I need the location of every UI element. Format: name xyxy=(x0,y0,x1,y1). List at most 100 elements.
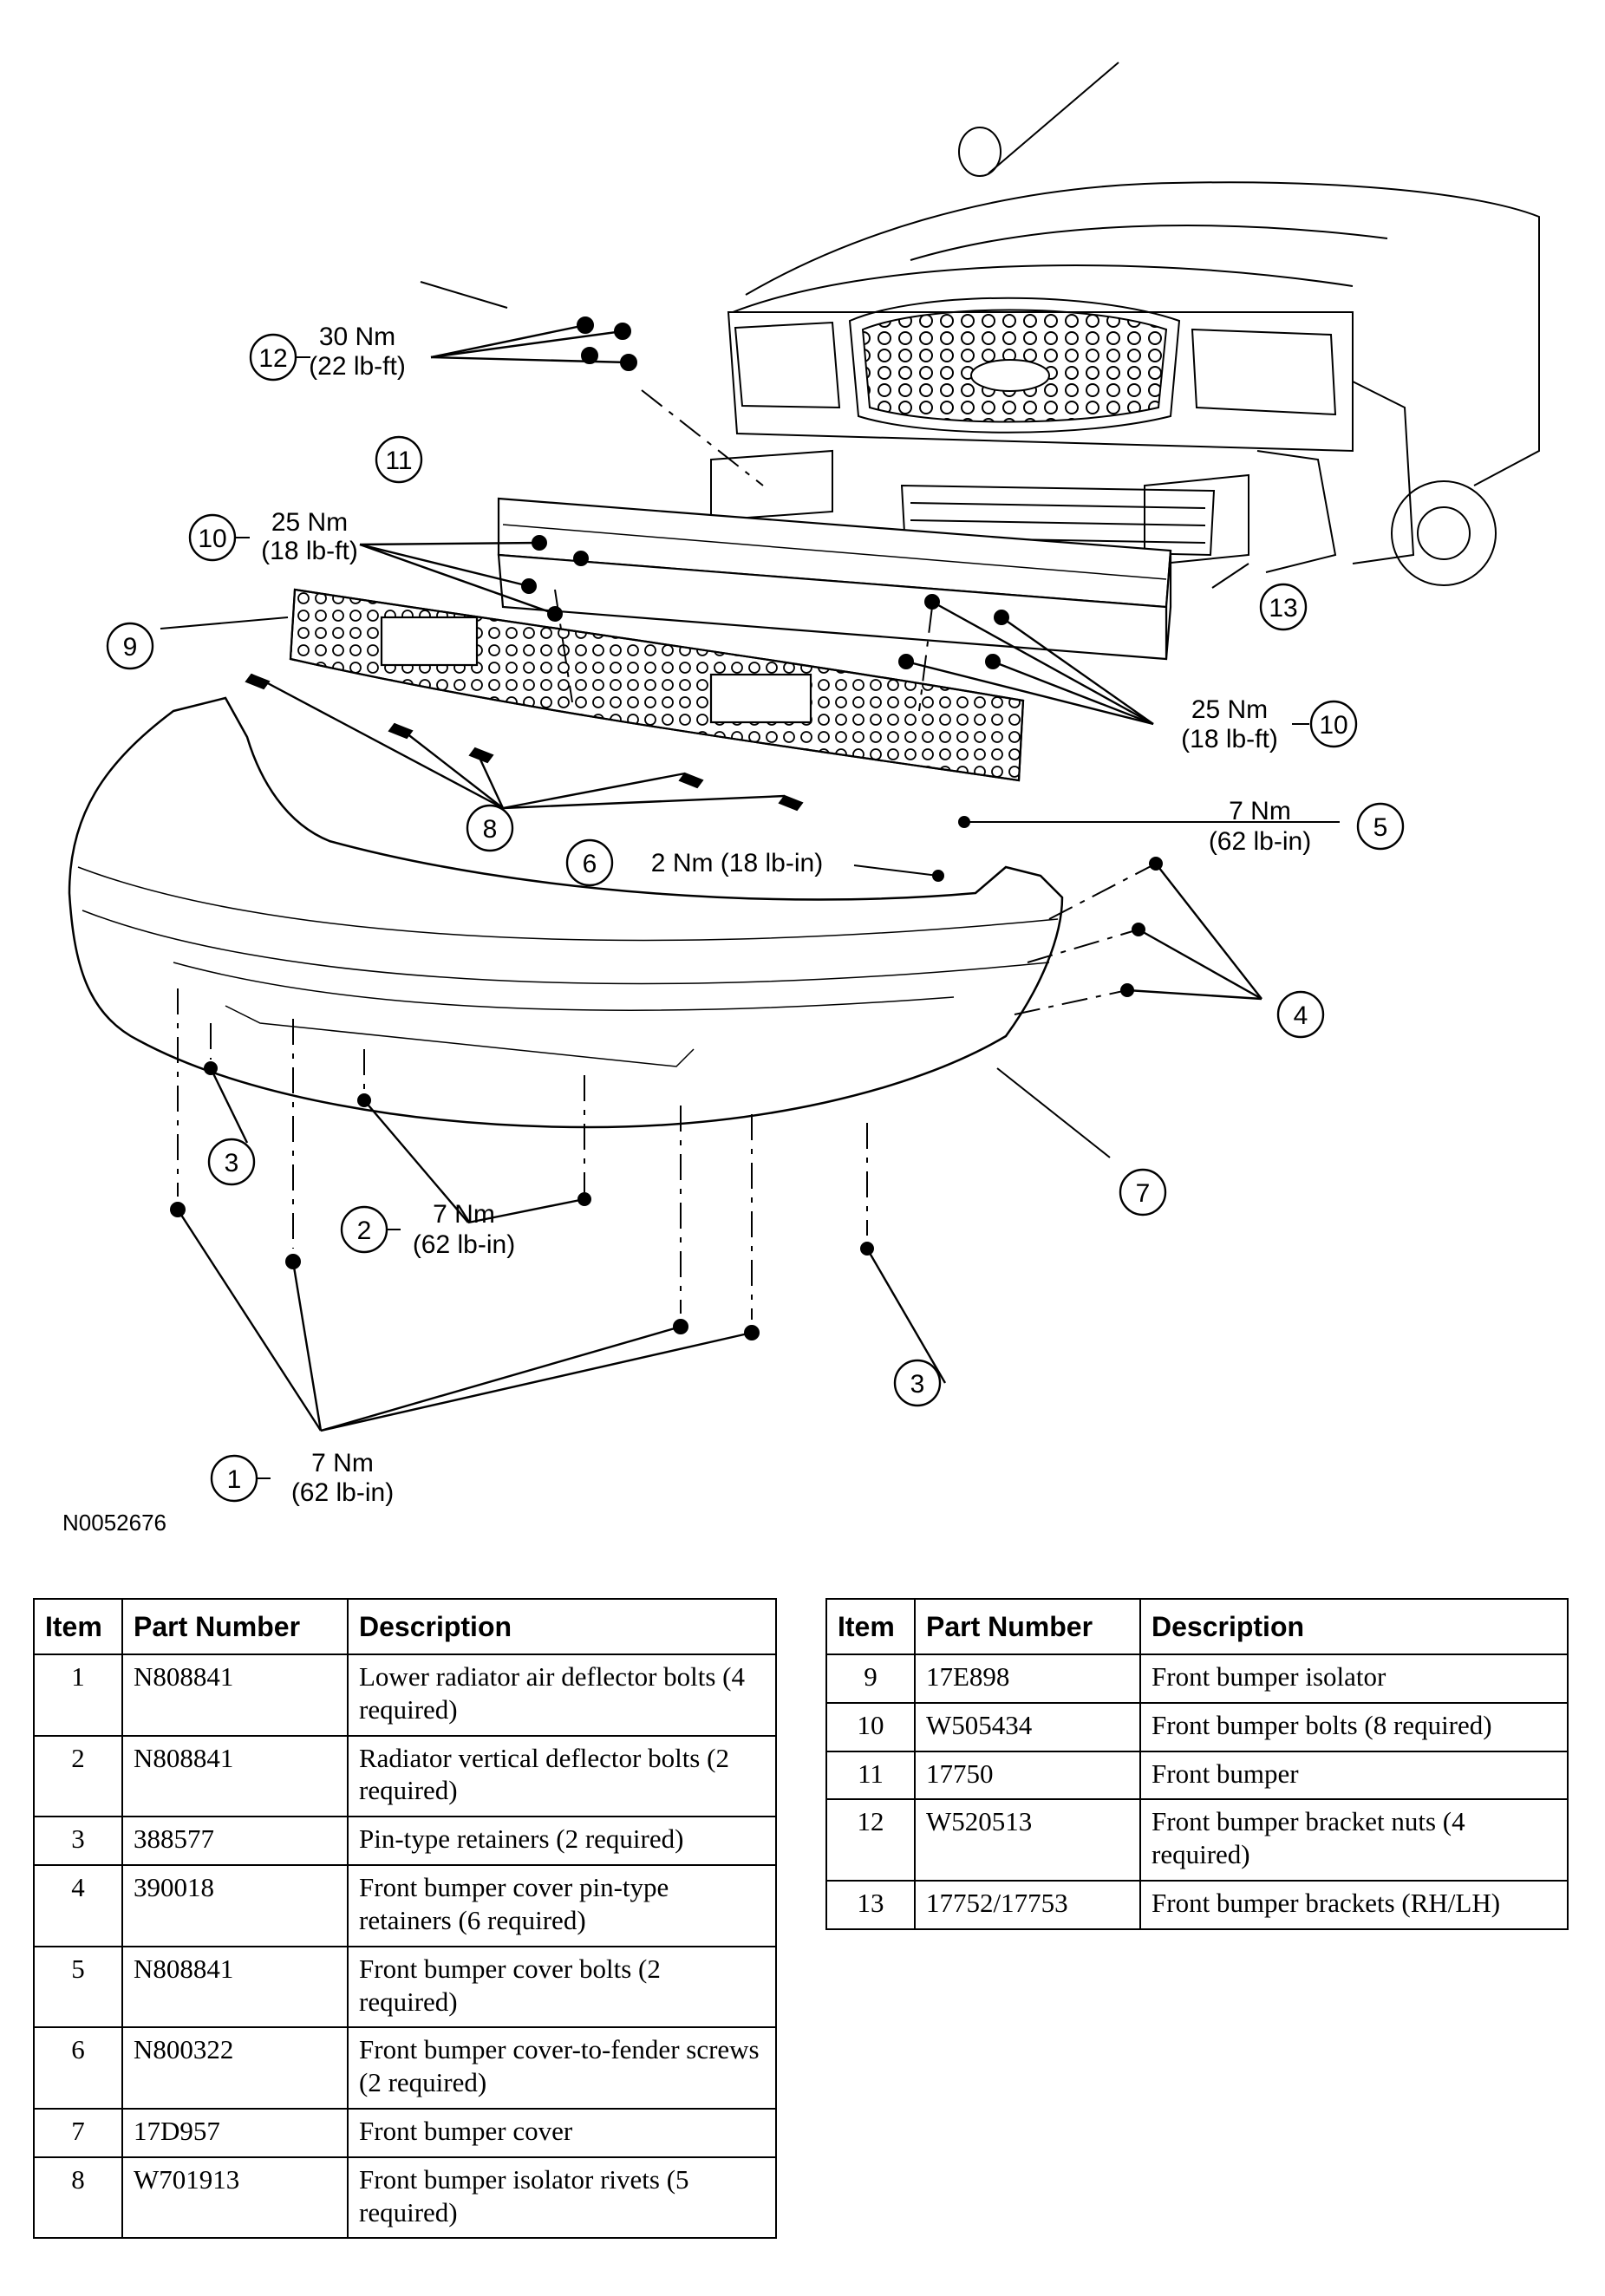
side-mirror xyxy=(958,127,1001,177)
torque-5: 7 Nm xyxy=(1229,797,1291,825)
exploded-centerlines xyxy=(177,389,1157,1320)
header-description: Description xyxy=(347,1598,777,1655)
callout-num-13: 13 xyxy=(1269,594,1297,623)
leader-lines xyxy=(160,281,1340,1432)
cell-part: 17752/17753 xyxy=(914,1880,1141,1930)
cell-item: 13 xyxy=(825,1880,916,1930)
torque-2: 7 Nm xyxy=(433,1200,495,1229)
cell-part: N808841 xyxy=(121,1734,349,1818)
callout-circle-8 xyxy=(466,804,514,852)
callout-circle-1 xyxy=(210,1454,258,1503)
figure-code: N0052676 xyxy=(62,1510,166,1536)
cell-part: 388577 xyxy=(121,1816,349,1867)
cell-desc: Front bumper bolts (8 required) xyxy=(1139,1701,1569,1752)
callout-circle-7 xyxy=(1119,1168,1167,1216)
cell-desc: Front bumper cover bolts (2 required) xyxy=(347,1945,777,2029)
cell-item: 6 xyxy=(33,2026,123,2110)
callout-circle-10a xyxy=(188,513,237,562)
callout-num-3b: 3 xyxy=(910,1370,925,1399)
callout-text: 12 11 10 9 13 10 8 6 5 4 7 3 2 3 1 30 Nm… xyxy=(62,323,1387,1536)
grille xyxy=(848,297,1181,434)
vehicle-front-end xyxy=(727,62,1540,586)
hood-outline xyxy=(745,181,1540,486)
cell-desc: Front bumper cover xyxy=(347,2107,777,2158)
cell-part: 17D957 xyxy=(121,2107,349,2158)
callout-num-3a: 3 xyxy=(225,1149,239,1177)
callout-num-9: 9 xyxy=(123,633,138,662)
cell-item: 2 xyxy=(33,1734,123,1818)
fasteners xyxy=(170,316,1163,1340)
emblem xyxy=(970,359,1050,392)
table-header-row: Item Part Number Description xyxy=(33,1598,777,1655)
bumper-brackets xyxy=(710,449,1249,567)
callout-num-4: 4 xyxy=(1294,1001,1308,1030)
exploded-view-diagram: 12 11 10 9 13 10 8 6 5 4 7 3 2 3 1 30 Nm… xyxy=(62,62,1540,1536)
cell-item: 7 xyxy=(33,2107,123,2158)
callout-num-1: 1 xyxy=(227,1465,242,1494)
cell-part: W520513 xyxy=(914,1798,1141,1882)
cell-item: 5 xyxy=(33,1945,123,2029)
cell-item: 3 xyxy=(33,1816,123,1867)
header-item: Item xyxy=(825,1598,916,1655)
torque-1-imperial: (62 lb-in) xyxy=(291,1478,394,1507)
header-description: Description xyxy=(1139,1598,1569,1655)
torque-10a: 25 Nm xyxy=(271,508,348,537)
header-item: Item xyxy=(33,1598,123,1655)
torque-6: 2 Nm (18 lb-in) xyxy=(651,849,823,877)
callout-num-7: 7 xyxy=(1136,1179,1151,1208)
cell-desc: Front bumper cover-to-fender screws (2 r… xyxy=(347,2026,777,2110)
cell-item: 4 xyxy=(33,1864,123,1947)
headlamp-left xyxy=(734,321,841,409)
torque-10b-imperial: (18 lb-ft) xyxy=(1181,725,1278,753)
callout-circle-11 xyxy=(375,435,423,484)
headlamp-right xyxy=(1191,328,1337,416)
cell-part: N808841 xyxy=(121,1654,349,1737)
header-part-number: Part Number xyxy=(121,1598,349,1655)
callout-circle-3a xyxy=(207,1138,256,1186)
callout-circle-5 xyxy=(1356,802,1405,851)
cell-desc: Front bumper bracket nuts (4 required) xyxy=(1139,1798,1569,1882)
callout-circle-13 xyxy=(1259,583,1308,631)
bracket-left xyxy=(710,449,833,522)
callout-num-6: 6 xyxy=(583,850,597,878)
bracket-right xyxy=(1144,473,1249,567)
cell-desc: Front bumper xyxy=(1139,1750,1569,1801)
callout-circles xyxy=(106,333,1405,1503)
callout-num-2: 2 xyxy=(357,1216,372,1245)
torque-2-imperial: (62 lb-in) xyxy=(413,1230,515,1259)
cell-item: 8 xyxy=(33,2156,123,2240)
front-bumper-beam xyxy=(497,497,1172,661)
torque-1: 7 Nm xyxy=(311,1449,374,1477)
torque-10b: 25 Nm xyxy=(1191,695,1268,724)
antenna xyxy=(988,62,1119,174)
cell-part: W505434 xyxy=(914,1701,1141,1752)
cell-item: 10 xyxy=(825,1701,916,1752)
hood-crease xyxy=(732,264,1354,313)
torque-12-imperial: (22 lb-ft) xyxy=(309,352,406,381)
cell-part: 17750 xyxy=(914,1750,1141,1801)
cell-part: N808841 xyxy=(121,1945,349,2029)
torque-12: 30 Nm xyxy=(319,323,395,351)
callout-circle-3b xyxy=(893,1359,942,1407)
cell-desc: Front bumper brackets (RH/LH) xyxy=(1139,1880,1569,1930)
cell-item: 12 xyxy=(825,1798,916,1882)
cell-part: 390018 xyxy=(121,1864,349,1947)
callout-circle-12 xyxy=(249,333,297,382)
callout-num-11: 11 xyxy=(385,447,412,475)
torque-10a-imperial: (18 lb-ft) xyxy=(261,537,358,565)
cell-item: 9 xyxy=(825,1654,916,1704)
callout-circle-9 xyxy=(106,622,154,670)
